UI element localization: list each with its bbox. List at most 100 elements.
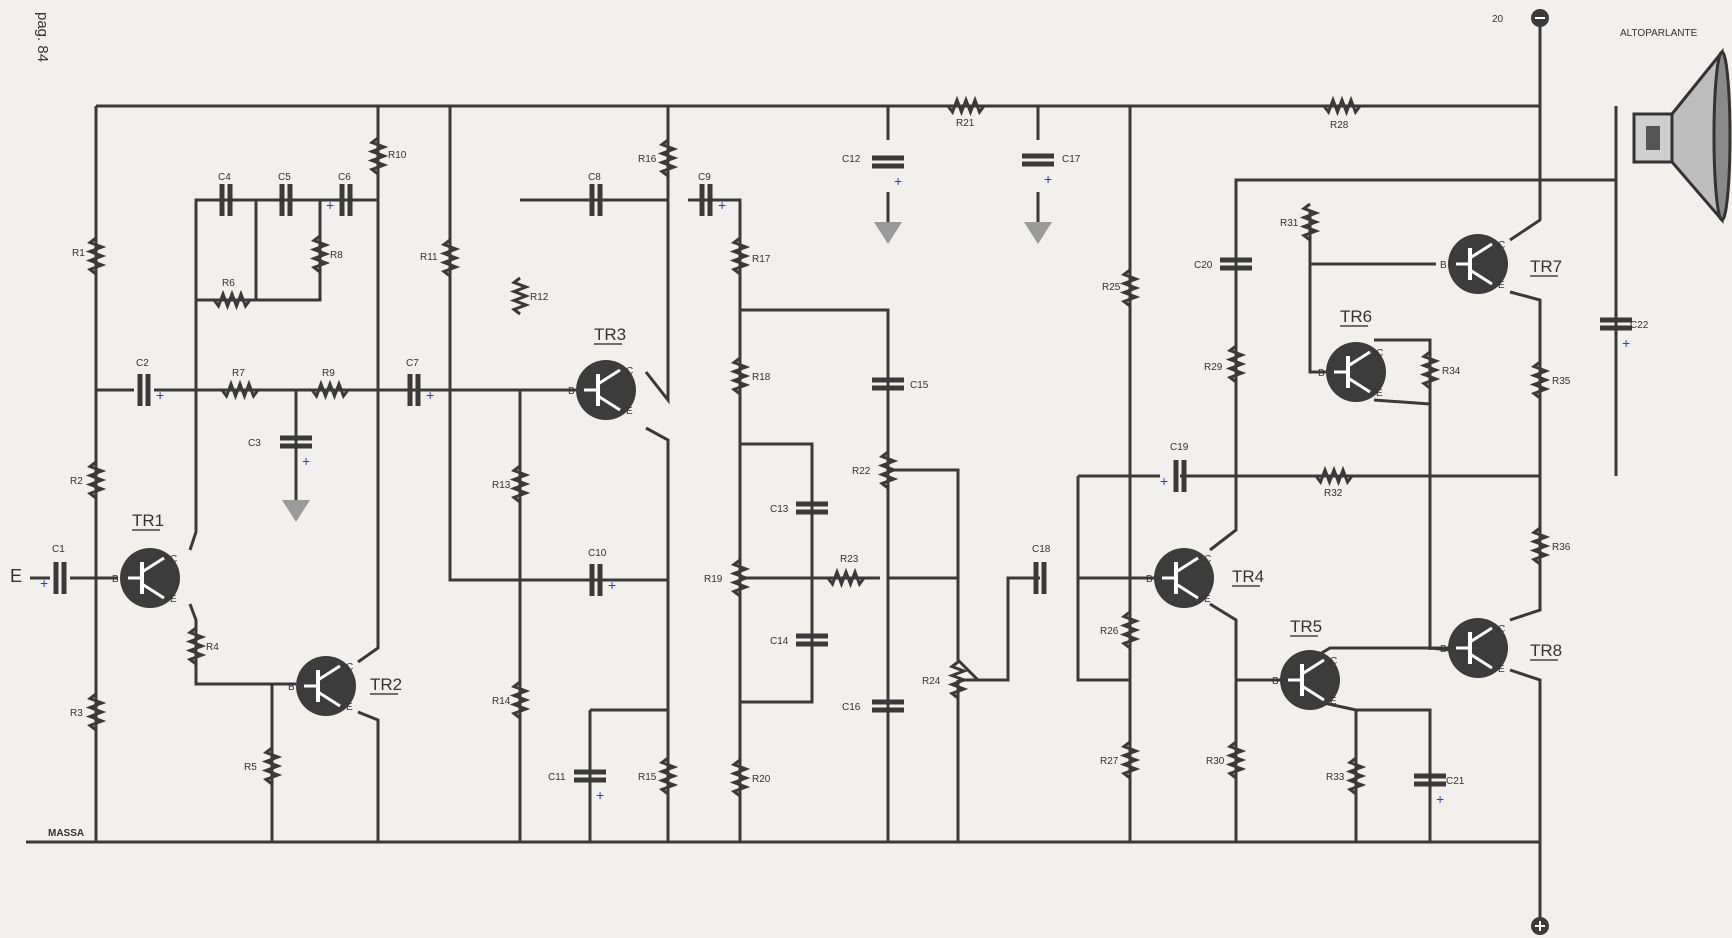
resistor-body: [509, 276, 531, 316]
resistor-label: R35: [1552, 376, 1571, 387]
resistor-label: R25: [1102, 282, 1121, 293]
resistor-body: [220, 379, 260, 401]
resistor-label: R16: [638, 154, 657, 165]
capacitor-label: C7: [406, 358, 419, 369]
resistor-body: [1119, 268, 1141, 308]
resistor-label: R3: [70, 708, 83, 719]
capacitor-c14: C14: [770, 633, 828, 647]
page-number: pag. 84: [34, 12, 51, 62]
resistor-r17: R17: [729, 236, 771, 276]
resistor-body: [1225, 344, 1247, 384]
resistor-r8: R8: [309, 234, 343, 274]
resistor-body: [439, 238, 461, 278]
ground-arrow-head: [874, 222, 902, 244]
resistor-label: R14: [492, 696, 511, 707]
transistor-body: [120, 548, 180, 608]
speaker-label: ALTOPARLANTE: [1620, 28, 1698, 39]
resistor-r18: R18: [729, 356, 771, 396]
resistor-label: R29: [1204, 362, 1223, 373]
resistor-body: [1119, 610, 1141, 650]
resistor-label: R1: [72, 248, 85, 259]
resistor-label: R7: [232, 368, 245, 379]
transistor-lead: [1469, 242, 1493, 260]
resistor-label: R27: [1100, 756, 1119, 767]
resistor-label: R36: [1552, 542, 1571, 553]
resistor-r30: R30: [1206, 740, 1247, 780]
resistor-label: R6: [222, 278, 235, 289]
resistor-r9: R9: [310, 368, 350, 401]
capacitor-label: C11: [548, 772, 566, 783]
wire: [644, 106, 670, 405]
transistor-label: TR8: [1530, 641, 1562, 660]
transistor-lead: [597, 394, 621, 412]
resistor-r14: R14: [492, 680, 531, 720]
terminal-letter: C: [1204, 554, 1211, 565]
wire: [1509, 668, 1542, 842]
capacitor-label: C13: [770, 504, 789, 515]
capacitor-c21: C21+: [1414, 773, 1465, 807]
resistor-label: R17: [752, 254, 771, 265]
transistor-lead: [1301, 658, 1325, 676]
resistor-r1: R1: [72, 236, 107, 276]
resistor-body: [1419, 350, 1441, 390]
resistor-r21: R21: [946, 95, 986, 129]
terminal-letter: E: [1330, 696, 1337, 707]
resistor-r32: R32: [1314, 465, 1354, 499]
transistor-lead: [1175, 556, 1199, 574]
terminal-letter: C: [626, 366, 633, 377]
resistor-label: R31: [1280, 218, 1299, 229]
terminal-letter: B: [1318, 368, 1325, 379]
resistor-r2: R2: [70, 460, 107, 500]
transistor-body: [296, 656, 356, 716]
resistor-body: [1225, 740, 1247, 780]
capacitor-c4: C4: [218, 172, 233, 216]
terminal-letter: B: [112, 574, 119, 585]
terminal-letter: C: [170, 554, 177, 565]
resistor-label: R26: [1100, 626, 1119, 637]
capacitor-c1: C1+: [40, 544, 67, 594]
wire: [448, 106, 668, 582]
polarity-mark: +: [718, 197, 726, 213]
capacitor-c5: C5: [278, 172, 293, 216]
resistor-r22: R22: [852, 450, 899, 490]
resistor-r3: R3: [70, 692, 107, 732]
capacitor-label: C17: [1062, 154, 1081, 165]
resistor-r7: R7: [220, 368, 260, 401]
polarity-mark: +: [608, 577, 616, 593]
wires: [26, 9, 1618, 935]
resistor-body: [826, 567, 866, 589]
wire: [1209, 602, 1238, 842]
labels: pag. 84 ALTOPARLANTE 20 MASSA E: [10, 12, 1698, 839]
speaker-core: [1646, 126, 1660, 150]
capacitor-c6: C6+: [326, 172, 353, 216]
resistor-body: [85, 236, 107, 276]
resistor-label: R32: [1324, 488, 1343, 499]
resistor-body: [1119, 740, 1141, 780]
polarity-mark: +: [1622, 335, 1630, 351]
resistor-label: R24: [922, 676, 941, 687]
resistor-body: [310, 379, 350, 401]
resistor-label: R23: [840, 554, 859, 565]
resistor-body: [946, 95, 986, 117]
capacitor-label: C4: [218, 172, 231, 183]
wire: [357, 710, 380, 842]
resistor-r36: R36: [1529, 526, 1571, 566]
transistor-body: [1326, 342, 1386, 402]
capacitor-label: C2: [136, 358, 149, 369]
resistor-r6: R6: [212, 278, 252, 311]
terminal-letter: E: [346, 702, 353, 713]
resistor-label: R5: [244, 762, 257, 773]
capacitor-c15: C15: [872, 377, 929, 391]
ground-arrow: [1024, 192, 1052, 244]
capacitor-label: C8: [588, 172, 601, 183]
resistor-label: R21: [956, 118, 975, 129]
wire: [958, 576, 1040, 682]
ground-arrow-head: [1024, 222, 1052, 244]
capacitor-c11: C11+: [548, 769, 606, 803]
capacitor-label: C15: [910, 380, 929, 391]
